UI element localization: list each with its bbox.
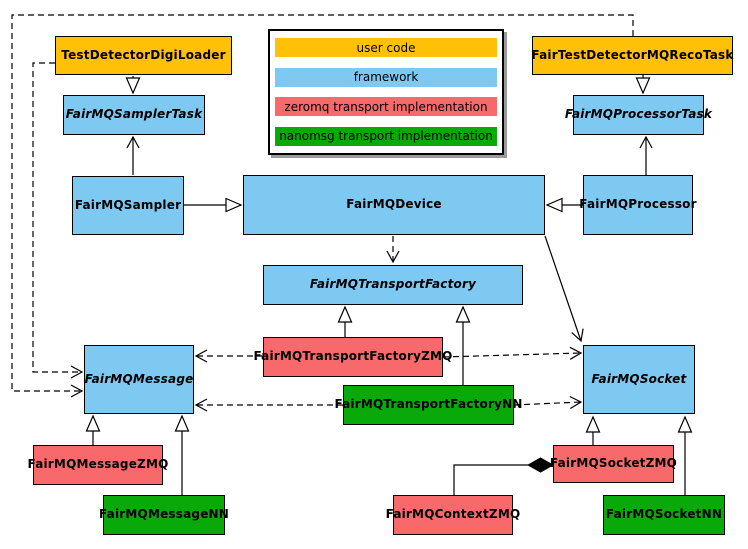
node-testdetectordigiloader: TestDetectorDigiLoader [55,36,232,75]
node-fairmqsampler: FairMQSampler [72,176,184,235]
node-fairmqprocessor: FairMQProcessor [579,175,697,235]
node-fairmqmessagezmq: FairMQMessageZMQ [28,445,168,485]
legend-item-framework: framework [275,67,497,87]
legend: user code framework zeromq transport imp… [268,29,504,155]
node-fairmqsocket: FairMQSocket [583,345,695,414]
node-fairmqsocketnn: FairMQSocketNN [603,495,725,535]
node-fairmqsocketzmq: FairMQSocketZMQ [550,445,677,483]
legend-item-nanomsg-transport: nanomsg transport implementation [275,126,497,146]
node-fairmqdevice: FairMQDevice [243,175,545,235]
node-fairtestdetectormqrecotask: FairTestDetectorMQRecoTask [531,36,733,75]
edge-digiloader-message [32,62,84,379]
node-fairmqmessage: FairMQMessage [84,345,194,414]
edge-contextzmq-socketzmq [453,464,528,495]
node-fairmqtransportfactoryzmq: FairMQTransportFactoryZMQ [253,337,452,377]
edge-tfzmq-socket [442,346,583,360]
legend-item-zeromq-transport: zeromq transport implementation [275,97,497,117]
node-fairmqcontextzmq: FairMQContextZMQ [386,495,520,535]
node-fairmqsamplertask: FairMQSamplerTask [63,95,205,135]
edge-tfnn-socket [513,395,583,409]
node-fairmqtransportfactory: FairMQTransportFactory [263,265,523,305]
node-fairmqmessagenn: FairMQMessageNN [99,495,229,535]
node-fairmqprocessortask: FairMQProcessorTask [565,95,712,135]
edge-recotask-message [11,14,634,398]
edge-device-socket [544,235,584,343]
legend-item-user-code: user code [275,38,497,57]
node-fairmqtransportfactorynn: FairMQTransportFactoryNN [334,385,522,425]
